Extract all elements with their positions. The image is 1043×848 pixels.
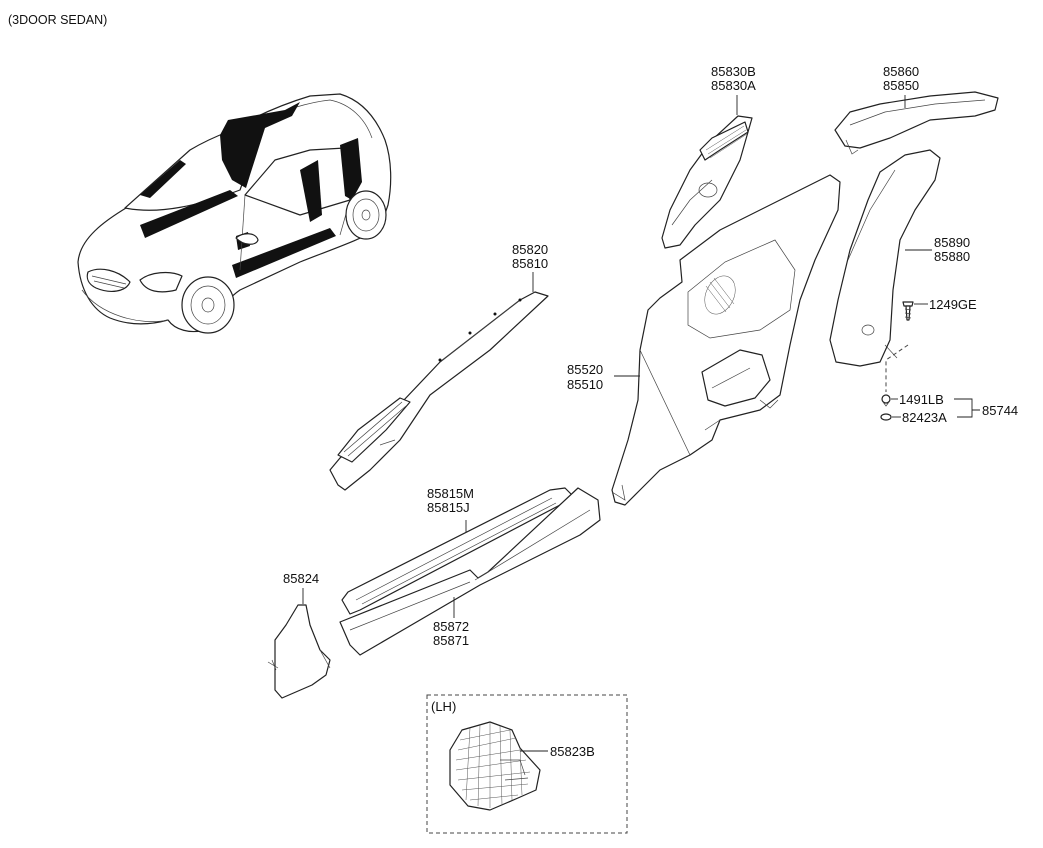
label-85824: 85824 <box>283 571 319 586</box>
part-85820-pillar-trim[interactable] <box>329 291 549 491</box>
part-85872-sill-trim[interactable] <box>339 487 601 656</box>
clip-1491LB-icon[interactable] <box>881 394 891 407</box>
label-85510: 85510 <box>567 377 603 392</box>
screw-1249GE-icon[interactable] <box>902 301 914 321</box>
label-85744: 85744 <box>982 403 1018 418</box>
label-82423A: 82423A <box>902 410 947 425</box>
inset-lh-label: (LH) <box>431 699 456 714</box>
label-85815J: 85815J <box>427 500 470 515</box>
part-85890-pillar-trim[interactable] <box>829 149 941 367</box>
bracket-85744 <box>954 398 980 418</box>
part-85860-rear-upper[interactable] <box>834 91 999 155</box>
diagram-title: (3DOOR SEDAN) <box>8 13 107 27</box>
label-85820: 85820 <box>512 242 548 257</box>
label-85815M: 85815M <box>427 486 474 501</box>
label-85850: 85850 <box>883 78 919 93</box>
car-illustration <box>77 93 392 334</box>
label-85872: 85872 <box>433 619 469 634</box>
label-85830B: 85830B <box>711 64 756 79</box>
label-85890: 85890 <box>934 235 970 250</box>
lh-inset-frame <box>426 694 628 834</box>
fastener-guide-line <box>885 344 909 392</box>
label-85520: 85520 <box>567 362 603 377</box>
label-85871: 85871 <box>433 633 469 648</box>
label-85880: 85880 <box>934 249 970 264</box>
part-85830-upper-trim[interactable] <box>661 115 753 249</box>
label-85830A: 85830A <box>711 78 756 93</box>
part-85520-quarter-panel[interactable] <box>611 174 841 506</box>
label-1249GE: 1249GE <box>929 297 977 312</box>
part-85823B-inset[interactable] <box>449 721 541 811</box>
label-1491LB: 1491LB <box>899 392 944 407</box>
washer-82423A-icon[interactable] <box>880 413 892 421</box>
part-85824-kick-panel[interactable] <box>267 604 331 699</box>
label-85823B: 85823B <box>550 744 595 759</box>
label-85860: 85860 <box>883 64 919 79</box>
label-85810: 85810 <box>512 256 548 271</box>
